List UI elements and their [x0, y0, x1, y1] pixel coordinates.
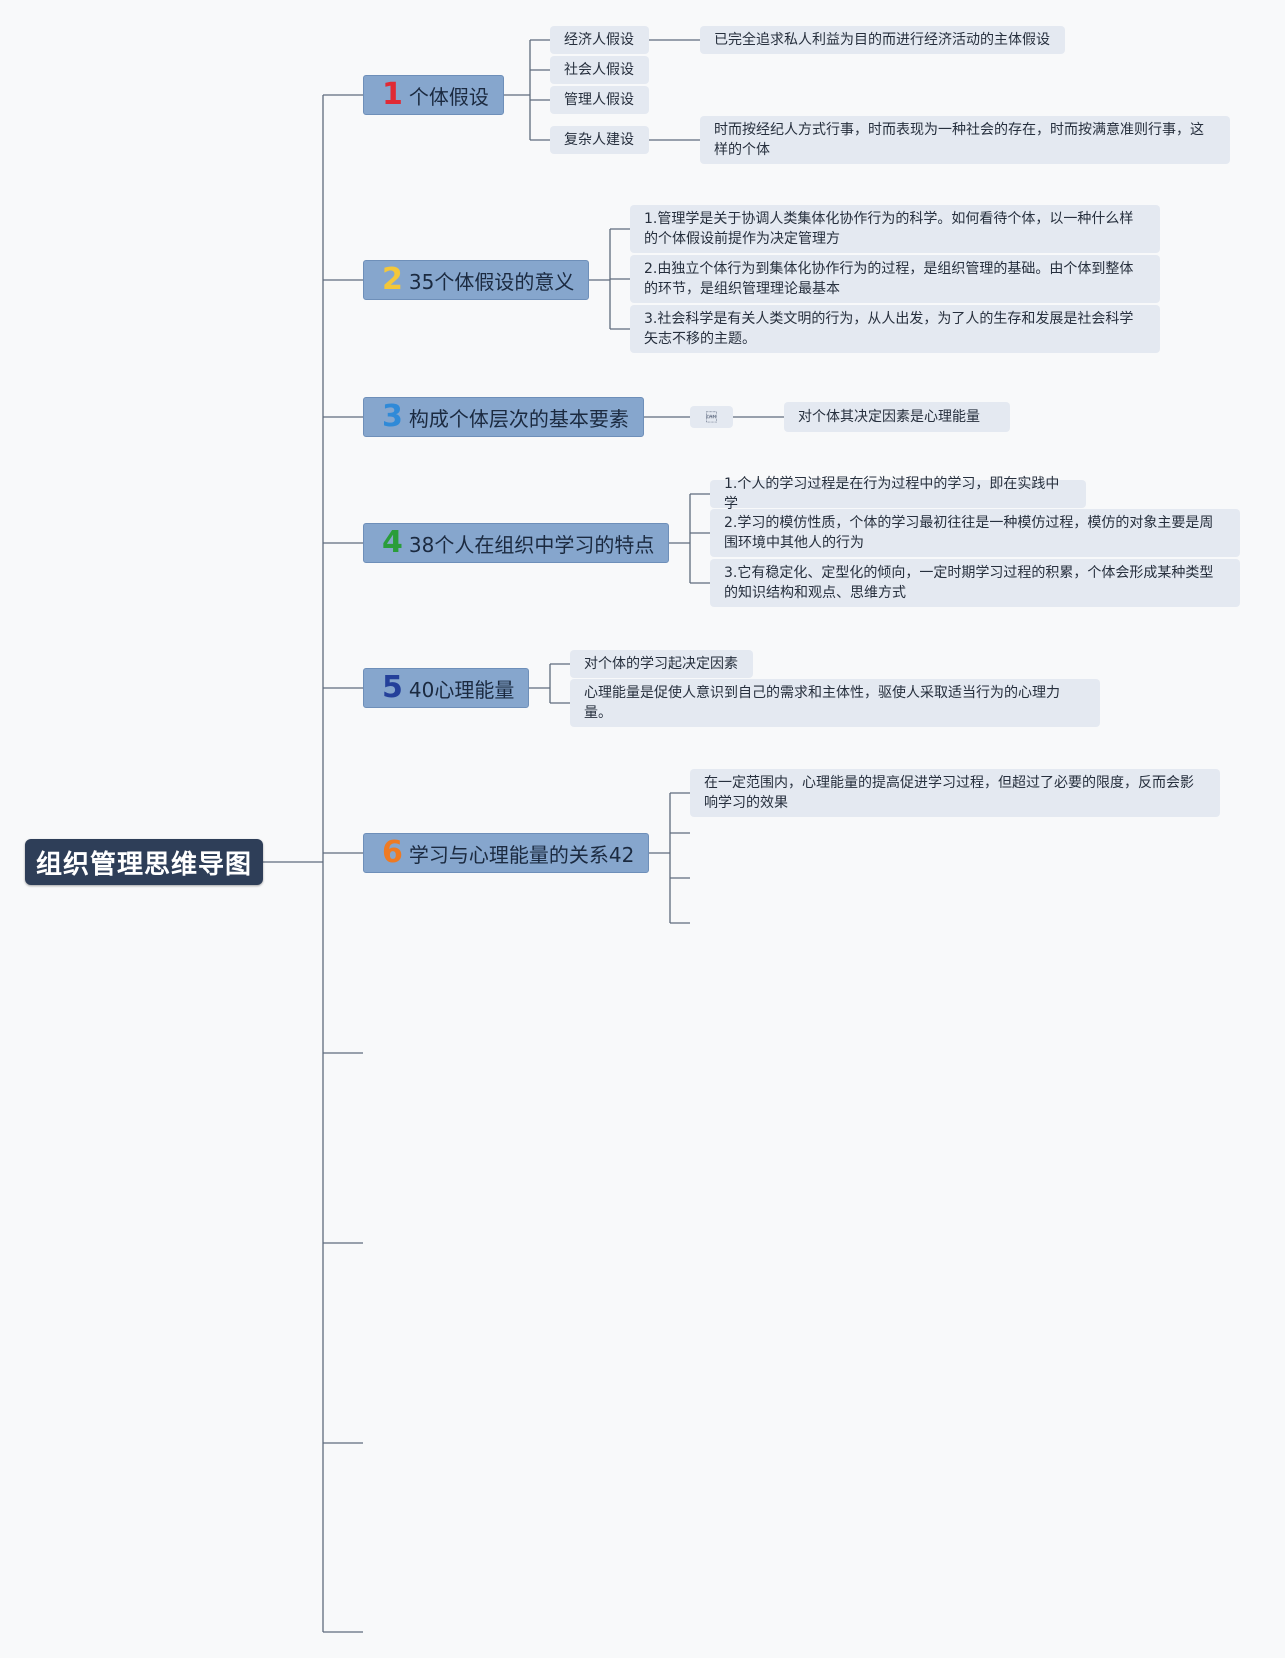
branch-3-label: 构成个体层次的基本要素 — [408, 406, 629, 431]
significance-point-2[interactable]: 2.由独立个体行为到集体化协作行为的过程，是组织管理的基础。由个体到整体的环节，… — [630, 255, 1160, 303]
root-topic[interactable]: 组织管理思维导图 — [25, 839, 263, 885]
detail-psychic-energy[interactable]: 对个体其决定因素是心理能量 — [784, 402, 1010, 432]
branch-6-number: 6 — [382, 835, 403, 870]
significance-point-3[interactable]: 3.社会科学是有关人类文明的行为，从人出发，为了人的生存和发展是社会科学矢志不移… — [630, 305, 1160, 353]
learning-feature-1[interactable]: 1.个人的学习过程是在行为过程中的学习，即在实践中学 — [710, 476, 1086, 512]
learning-feature-3[interactable]: 3.它有稳定化、定型化的倾向，一定时期学习过程的积累，个体会形成某种类型的知识结… — [710, 559, 1240, 607]
branch-1-topic[interactable]: 1 个体假设 — [363, 75, 504, 115]
branch-1-label: 个体假设 — [408, 84, 489, 109]
branch-6-topic[interactable]: 6 学习与心理能量的关系42 — [363, 833, 650, 873]
subtopic-social-man[interactable]: 社会人假设 — [550, 56, 649, 84]
branch-5-topic[interactable]: 5 40心理能量 — [363, 668, 530, 708]
branch-6-label: 学习与心理能量的关系42 — [408, 842, 635, 867]
relationship-statement[interactable]: 在一定范围内，心理能量的提高促进学习过程，但超过了必要的限度，反而会影响学习的效… — [690, 769, 1220, 817]
branch-2-topic[interactable]: 2 35个体假设的意义 — [363, 260, 590, 300]
branch-2-number: 2 — [382, 262, 403, 297]
psychic-energy-role[interactable]: 对个体的学习起决定因素 — [570, 650, 753, 678]
psychic-energy-definition[interactable]: 心理能量是促使人意识到自己的需求和主体性，驱使人采取适当行为的心理力量。 — [570, 679, 1100, 727]
branch-3-topic[interactable]: 3 构成个体层次的基本要素 — [363, 397, 644, 437]
branch-4-number: 4 — [382, 525, 403, 560]
branch-4-label: 38个人在组织中学习的特点 — [408, 532, 655, 557]
learning-feature-2[interactable]: 2.学习的模仿性质，个体的学习最初往往是一种模仿过程，模仿的对象主要是周围环境中… — [710, 509, 1240, 557]
branch-4-topic[interactable]: 4 38个人在组织中学习的特点 — [363, 523, 670, 563]
significance-point-1[interactable]: 1.管理学是关于协调人类集体化协作行为的科学。如何看待个体，以一种什么样的个体假… — [630, 205, 1160, 253]
subtopic-complex-man[interactable]: 复杂人建设 — [550, 126, 649, 154]
branch-1-number: 1 — [382, 77, 403, 112]
detail-economic-man[interactable]: 已完全追求私人利益为目的而进行经济活动的主体假设 — [700, 26, 1065, 54]
detail-complex-man[interactable]: 时而按经纪人方式行事，时而表现为一种社会的存在，时而按满意准则行事，这样的个体 — [700, 116, 1230, 164]
placeholder-subtopic[interactable]:  — [690, 406, 733, 428]
subtopic-economic-man[interactable]: 经济人假设 — [550, 26, 649, 54]
branch-2-label: 35个体假设的意义 — [408, 269, 575, 294]
branch-5-label: 40心理能量 — [408, 677, 515, 702]
branch-3-number: 3 — [382, 399, 403, 434]
branch-5-number: 5 — [382, 670, 403, 705]
subtopic-administrative-man[interactable]: 管理人假设 — [550, 86, 649, 114]
